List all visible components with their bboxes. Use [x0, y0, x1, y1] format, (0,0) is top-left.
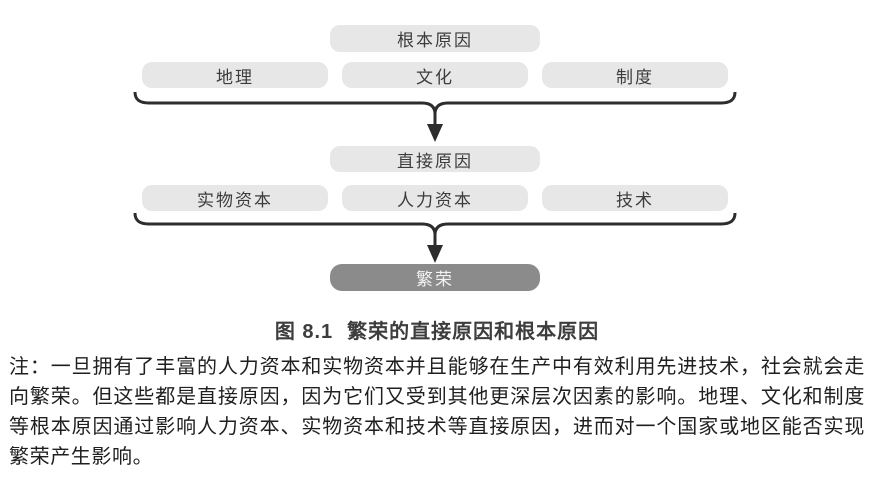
root-cause-box-institutions: 制度: [542, 62, 728, 88]
root-to-direct-brace-arrow-icon: [133, 91, 737, 142]
figure-note: 注：一旦拥有了丰富的人力资本和实物资本并且能够在生产中有效利用先进技术，社会就会…: [9, 356, 865, 468]
direct-causes-header-box: 直接原因: [330, 146, 540, 172]
figure-caption: 图 8.1 繁荣的直接原因和根本原因: [0, 315, 874, 344]
direct-cause-box-human-capital: 人力资本: [342, 185, 528, 211]
outcome-box-prosperity: 繁荣: [330, 264, 540, 291]
direct-cause-box-technology: 技术: [542, 185, 728, 211]
direct-cause-box-physical-capital: 实物资本: [142, 185, 328, 211]
root-cause-box-geography: 地理: [142, 62, 328, 88]
figure-caption-title: 繁荣的直接原因和根本原因: [347, 321, 600, 343]
root-cause-box-culture: 文化: [342, 62, 528, 88]
direct-to-outcome-brace-arrow-icon: [133, 212, 737, 263]
root-causes-header-box: 根本原因: [330, 25, 540, 52]
figure-caption-label: 图 8.1: [274, 321, 334, 343]
